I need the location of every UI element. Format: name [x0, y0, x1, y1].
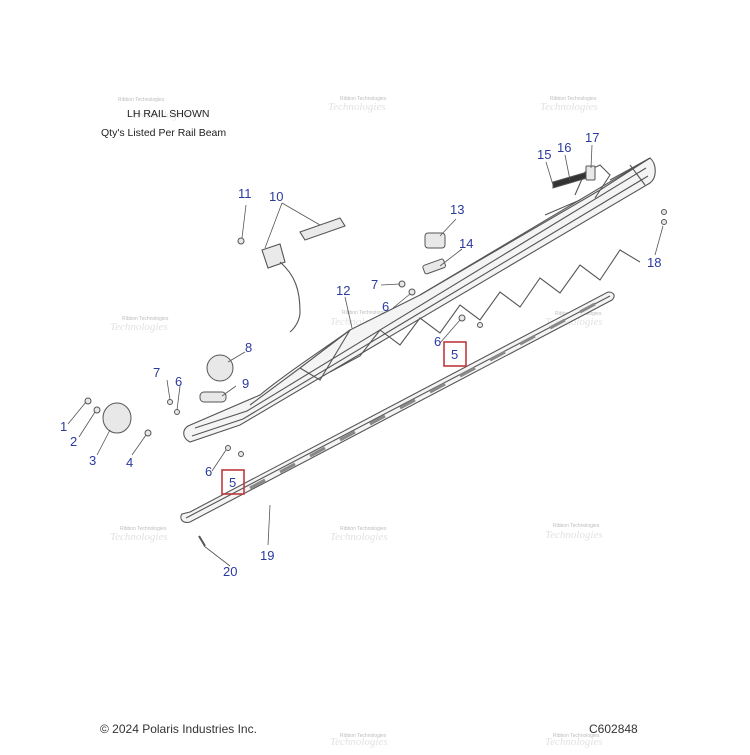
svg-text:Ribbon Technologies: Ribbon Technologies	[122, 316, 169, 322]
svg-text:Ribbon Technologies: Ribbon Technologies	[118, 97, 165, 103]
callout-6: 6	[382, 299, 389, 314]
callouts: 1 2 3 4 5 5 6 6 6 6 7 7 8 9 10 11 12 13 …	[60, 130, 661, 579]
callout-10: 10	[269, 189, 283, 204]
svg-text:Technologies: Technologies	[540, 101, 598, 113]
watermark: Technologies Ribbon Technologies	[118, 97, 190, 121]
callout-12: 12	[336, 283, 350, 298]
callout-2: 2	[70, 434, 77, 449]
callout-16: 16	[557, 140, 571, 155]
bumper-part	[261, 217, 346, 333]
slide-wear-strip	[180, 291, 615, 523]
callout-6: 6	[175, 374, 182, 389]
svg-text:Technologies: Technologies	[545, 736, 603, 748]
svg-text:Technologies: Technologies	[132, 109, 190, 121]
svg-text:Technologies: Technologies	[545, 529, 603, 541]
callout-1: 1	[60, 419, 67, 434]
callout-19: 19	[260, 548, 274, 563]
svg-text:Ribbon Technologies: Ribbon Technologies	[340, 96, 387, 102]
svg-text:Technologies: Technologies	[110, 321, 168, 333]
callout-5: 5	[451, 347, 458, 362]
svg-text:Ribbon Technologies: Ribbon Technologies	[340, 733, 387, 739]
svg-text:Ribbon Technologies: Ribbon Technologies	[342, 310, 389, 316]
callout-4: 4	[126, 455, 133, 470]
callout-6: 6	[434, 334, 441, 349]
svg-text:Technologies: Technologies	[328, 101, 386, 113]
svg-text:Ribbon Technologies: Ribbon Technologies	[120, 526, 167, 532]
svg-text:Ribbon Technologies: Ribbon Technologies	[340, 526, 387, 532]
callout-13: 13	[450, 202, 464, 217]
callout-7: 7	[153, 365, 160, 380]
callout-7: 7	[371, 277, 378, 292]
copyright-text: © 2024 Polaris Industries Inc.	[100, 722, 257, 736]
callout-9: 9	[242, 376, 249, 391]
callout-5: 5	[229, 475, 236, 490]
rail-beam	[183, 157, 656, 443]
svg-text:Technologies: Technologies	[330, 736, 388, 748]
callout-18: 18	[647, 255, 661, 270]
highlight-box	[221, 469, 245, 495]
callout-15: 15	[537, 147, 551, 162]
callout-3: 3	[89, 453, 96, 468]
diagram-code: C602848	[589, 722, 638, 736]
callout-20: 20	[223, 564, 237, 579]
note-qty-per-rail: Qty's Listed Per Rail Beam	[101, 127, 227, 139]
svg-text:Ribbon Technologies: Ribbon Technologies	[553, 523, 600, 529]
callout-8: 8	[245, 340, 252, 355]
leader-lines	[67, 144, 664, 567]
highlight-box	[443, 341, 467, 367]
callout-14: 14	[459, 236, 473, 251]
callout-11: 11	[238, 186, 252, 201]
callout-6: 6	[205, 464, 212, 479]
note-lh-rail-shown: LH RAIL SHOWN	[127, 108, 210, 120]
svg-text:Technologies: Technologies	[330, 531, 388, 543]
callout-17: 17	[585, 130, 599, 145]
svg-text:Ribbon Technologies: Ribbon Technologies	[553, 733, 600, 739]
svg-text:Technologies: Technologies	[110, 531, 168, 543]
svg-text:Ribbon Technologies: Ribbon Technologies	[550, 96, 597, 102]
